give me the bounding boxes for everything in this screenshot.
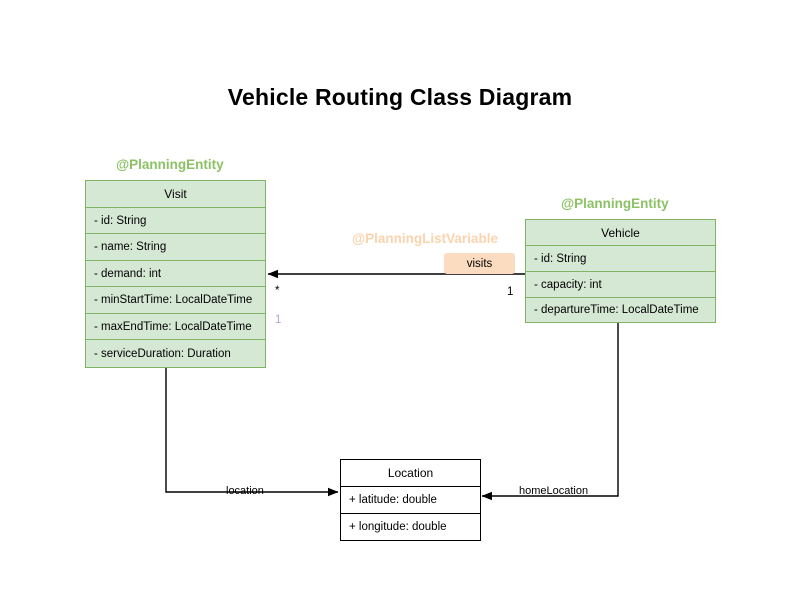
attribute-row: - serviceDuration: Duration — [85, 339, 266, 368]
annotation-planning-list-variable: @PlanningListVariable — [352, 231, 498, 246]
attribute-row: - minStartTime: LocalDateTime — [85, 286, 266, 313]
multiplicity-vehicle-side: 1 — [507, 286, 514, 298]
class-box-visit[interactable]: Visit - id: String - name: String - dema… — [85, 180, 266, 368]
edge-label-location: location — [226, 485, 264, 497]
attribute-row: - departureTime: LocalDateTime — [525, 297, 716, 323]
attribute-row: - capacity: int — [525, 271, 716, 297]
edge-visit-location — [165, 362, 339, 497]
annotation-planning-entity-vehicle: @PlanningEntity — [561, 196, 669, 211]
edge-label-homelocation: homeLocation — [519, 485, 589, 497]
attribute-row: - id: String — [85, 207, 266, 233]
multiplicity-visit-side: * — [275, 285, 280, 297]
class-box-location[interactable]: Location + latitude: double + longitude:… — [340, 459, 481, 541]
attribute-row: - name: String — [85, 233, 266, 260]
attribute-row: - id: String — [525, 245, 716, 271]
attribute-row: - maxEndTime: LocalDateTime — [85, 313, 266, 339]
class-name-visit: Visit — [85, 180, 266, 207]
edge-vehicle-homelocation — [481, 322, 619, 501]
attribute-row: + longitude: double — [340, 513, 481, 541]
page-title: Vehicle Routing Class Diagram — [227, 84, 573, 110]
class-name-location: Location — [340, 459, 481, 486]
class-name-vehicle: Vehicle — [525, 219, 716, 245]
attribute-row: + latitude: double — [340, 486, 481, 513]
attribute-row: - demand: int — [85, 260, 266, 286]
edge-label-visits: visits — [444, 253, 515, 274]
class-box-vehicle[interactable]: Vehicle - id: String - capacity: int - d… — [525, 219, 716, 323]
multiplicity-visit-extra: 1 — [275, 314, 282, 326]
annotation-planning-entity-visit: @PlanningEntity — [116, 157, 224, 172]
